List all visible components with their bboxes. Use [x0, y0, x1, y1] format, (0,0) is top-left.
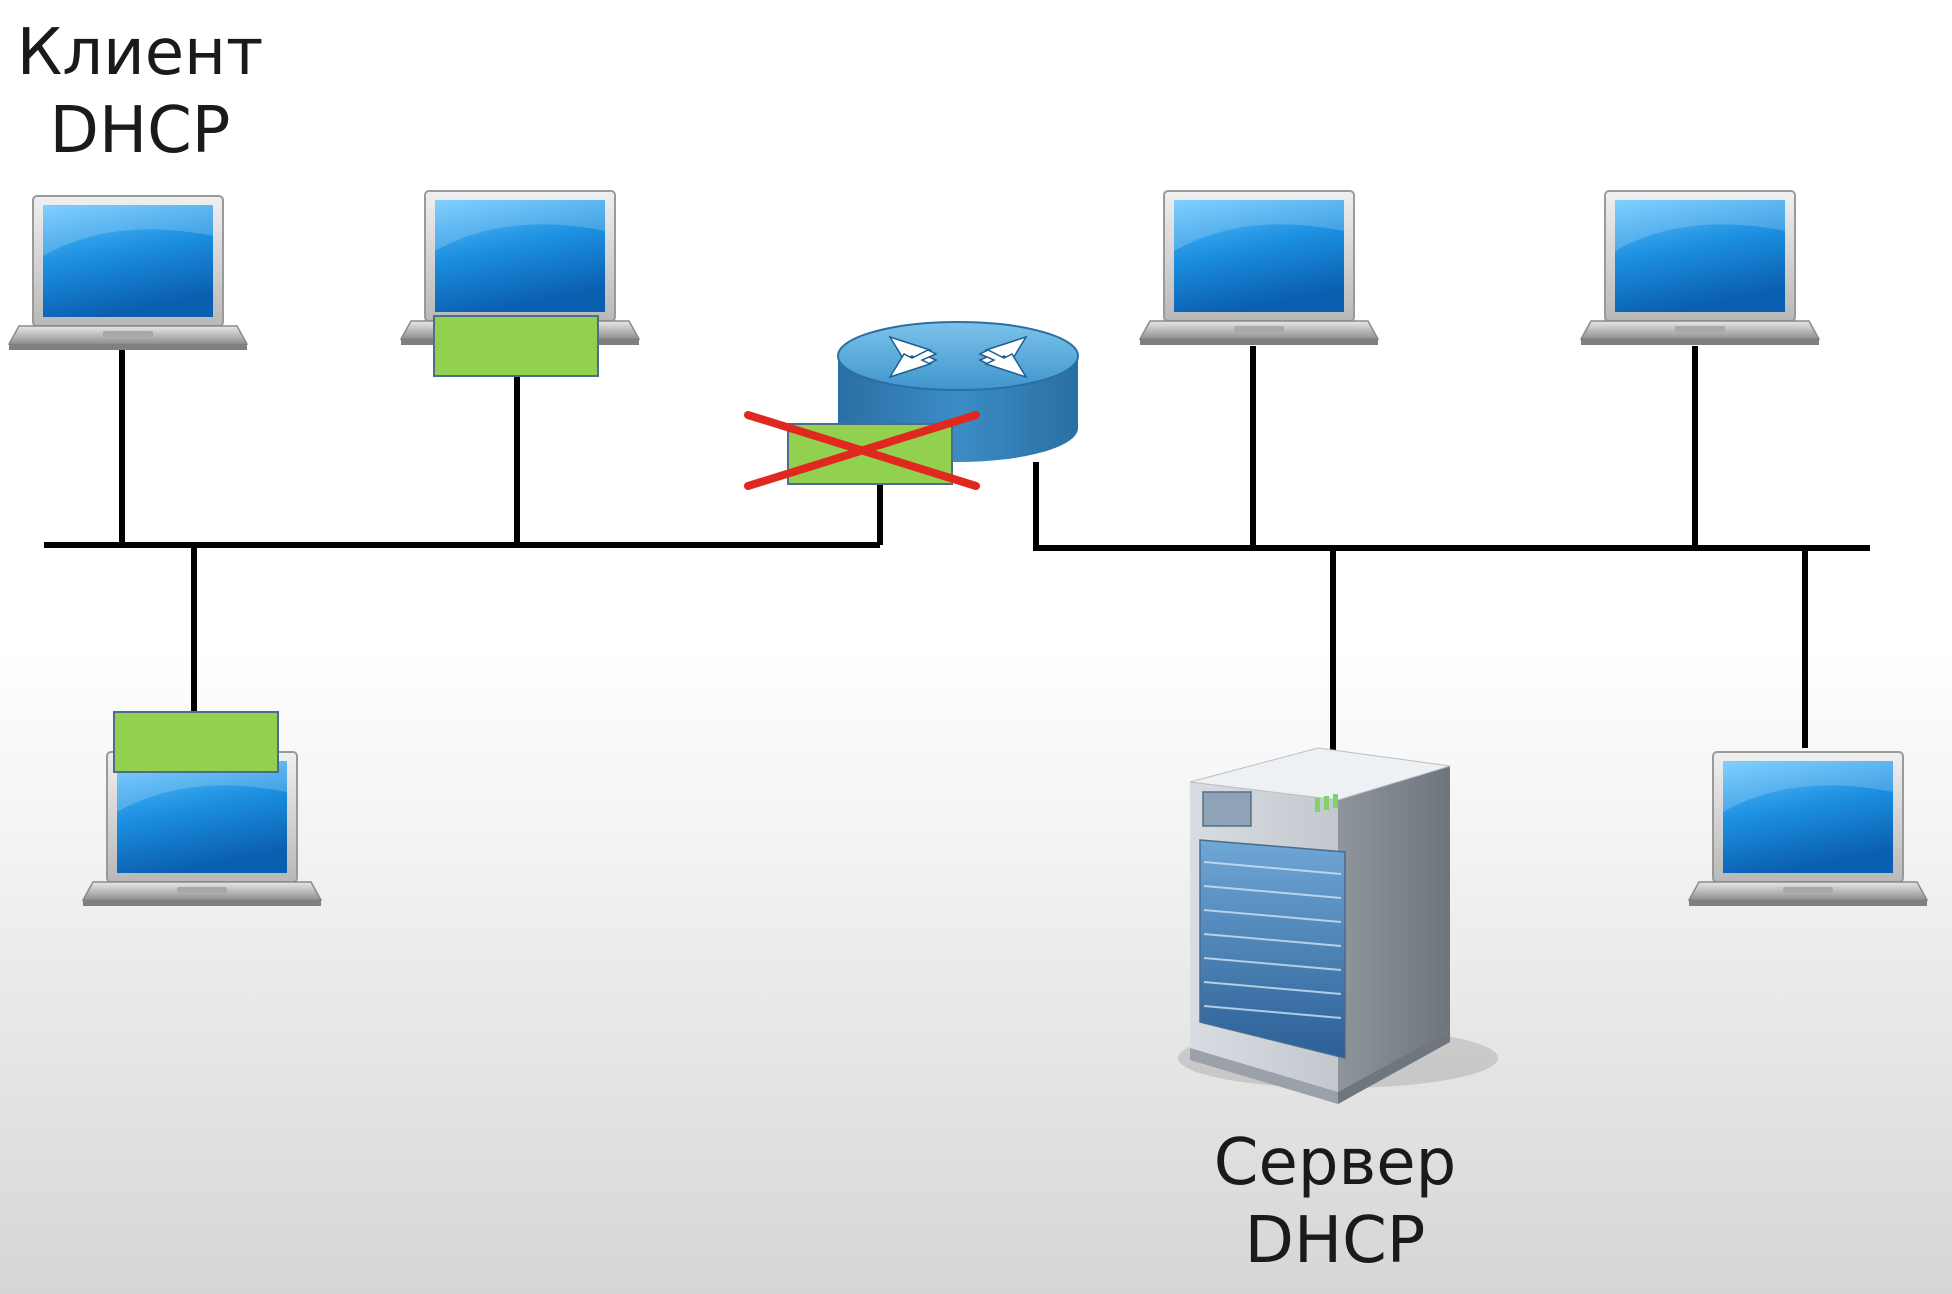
cross-icon	[744, 411, 980, 490]
server-label-line2: DHCP	[1244, 1204, 1426, 1278]
client-label-line1: Клиент	[16, 16, 264, 90]
server-label: Сервер DHCP	[1180, 1124, 1490, 1280]
left-segment-wires	[44, 348, 883, 715]
laptop-icon[interactable]	[1688, 751, 1928, 907]
server-label-line1: Сервер	[1213, 1126, 1457, 1200]
laptop-icon[interactable]	[82, 751, 322, 907]
laptop-icon[interactable]	[1580, 190, 1820, 346]
right-segment-wires	[1033, 346, 1870, 755]
packet	[433, 315, 599, 377]
right-bus-line	[1033, 462, 1870, 551]
server-icon[interactable]	[1178, 747, 1498, 1104]
client-label: Клиент DHCP	[10, 14, 270, 170]
client-label-line2: DHCP	[49, 94, 231, 168]
laptop-icon[interactable]	[8, 195, 248, 351]
laptop-icon[interactable]	[1139, 190, 1379, 346]
packet	[113, 711, 279, 773]
